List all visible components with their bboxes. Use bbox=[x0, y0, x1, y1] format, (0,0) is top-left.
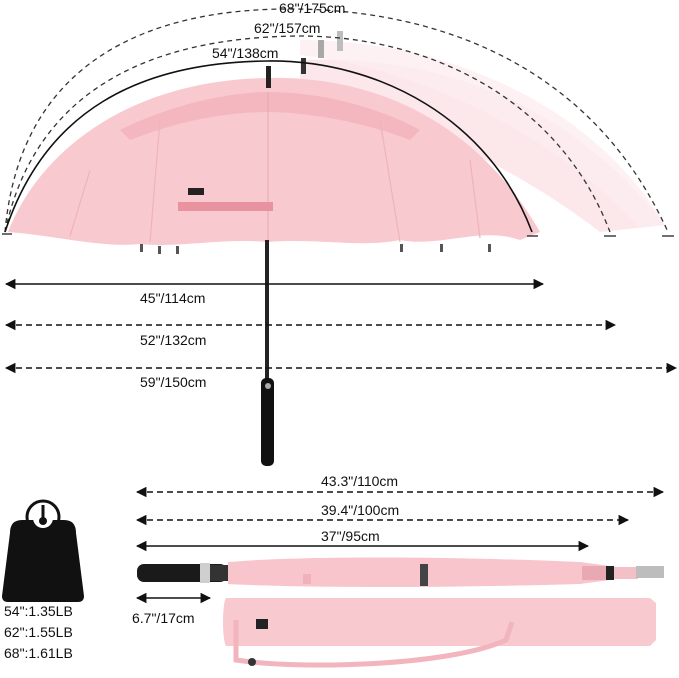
length-39-label: 39.4"/100cm bbox=[321, 502, 400, 518]
umbrella-sleeve bbox=[223, 598, 656, 668]
span-45-label: 45"/114cm bbox=[140, 290, 206, 306]
arc-end-ticks bbox=[2, 233, 674, 237]
arc-62-line bbox=[4, 35, 611, 233]
open-umbrella-canopy bbox=[8, 58, 540, 245]
arc-68-line bbox=[4, 8, 669, 233]
umbrella-shaft bbox=[265, 240, 269, 380]
ferrule-tip-62 bbox=[318, 40, 324, 58]
weight-68-label: 68":1.61LB bbox=[4, 645, 73, 661]
length-43-label: 43.3"/110cm bbox=[321, 473, 399, 489]
weight-icon bbox=[2, 499, 84, 602]
weight-62-label: 62":1.55LB bbox=[4, 624, 73, 640]
weight-54-label: 54":1.35LB bbox=[4, 603, 73, 619]
closed-umbrella bbox=[137, 557, 664, 587]
arc-62-label: 62"/157cm bbox=[254, 20, 321, 36]
arc-54-label: 54"/138cm bbox=[212, 45, 279, 61]
handle-length-label: 6.7"/17cm bbox=[132, 610, 195, 626]
span-52-label: 52"/132cm bbox=[140, 332, 207, 348]
ferrule-tip-68 bbox=[337, 31, 343, 51]
umbrella-handle bbox=[261, 378, 274, 466]
span-59-label: 59"/150cm bbox=[140, 374, 207, 390]
rib-tips bbox=[140, 244, 491, 254]
arc-54-line bbox=[4, 60, 533, 233]
length-37-label: 37"/95cm bbox=[321, 528, 380, 544]
arc-68-label: 68"/175cm bbox=[279, 0, 346, 16]
